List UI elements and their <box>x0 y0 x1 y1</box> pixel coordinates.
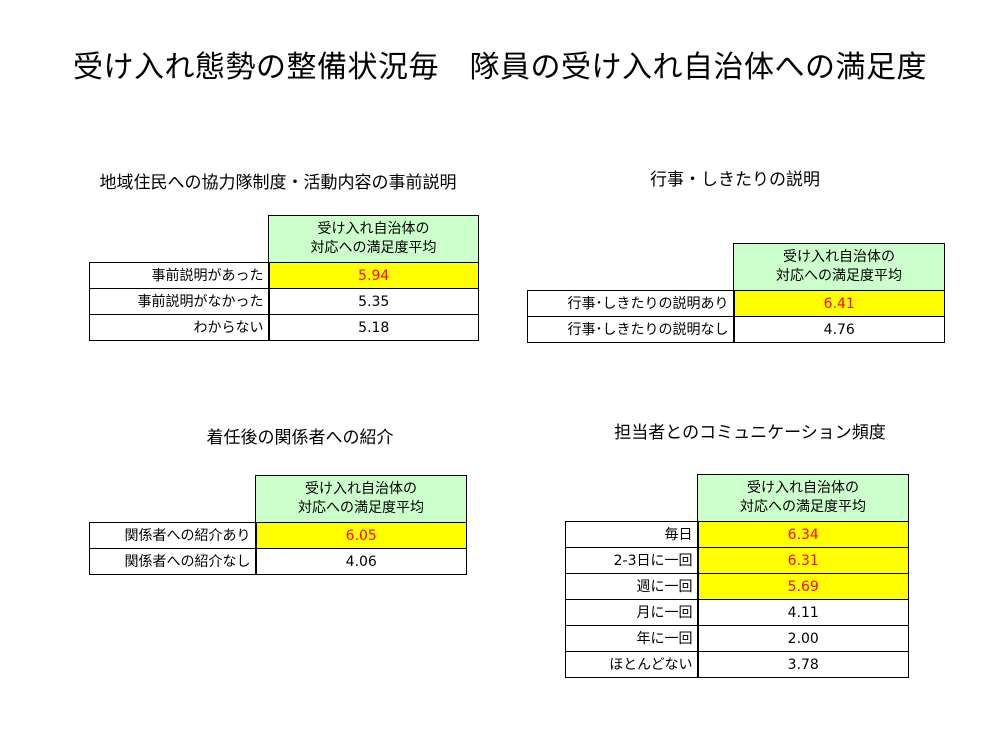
section-title-events-customs: 行事・しきたりの説明 <box>650 170 820 190</box>
table-introductions: 受け入れ自治体の 対応への満足度平均 関係者への紹介あり 6.05 関係者への紹… <box>89 475 467 575</box>
column-header-line1: 受け入れ自治体の <box>783 249 895 265</box>
table-prior-explanation: 受け入れ自治体の 対応への満足度平均 事前説明があった 5.94 事前説明がなか… <box>89 215 479 341</box>
row-label: 事前説明がなかった <box>89 288 270 315</box>
table-row: 関係者への紹介なし 4.06 <box>89 548 467 575</box>
table-row: 年に一回 2.00 <box>565 625 909 652</box>
column-header-line2: 対応への満足度平均 <box>298 500 424 516</box>
column-header: 受け入れ自治体の 対応への満足度平均 <box>268 215 479 263</box>
table-row: 事前説明がなかった 5.35 <box>89 288 479 315</box>
row-label: 関係者への紹介なし <box>89 548 257 575</box>
page-title: 受け入れ態勢の整備状況毎 隊員の受け入れ自治体への満足度 <box>73 50 927 85</box>
row-value: 6.31 <box>697 547 909 574</box>
row-label: ほとんどない <box>565 651 699 678</box>
row-value: 2.00 <box>697 625 909 652</box>
column-header-line2: 対応への満足度平均 <box>310 240 437 256</box>
table-corner <box>90 476 256 523</box>
column-header-line2: 対応への満足度平均 <box>740 499 866 515</box>
row-value: 3.78 <box>697 651 909 678</box>
row-value: 4.76 <box>733 316 945 343</box>
row-label: 関係者への紹介あり <box>89 522 257 549</box>
table-row: ほとんどない 3.78 <box>565 651 909 678</box>
column-header-line1: 受け入れ自治体の <box>747 480 859 496</box>
row-label: 2-3日に一回 <box>565 547 699 574</box>
row-label: 毎日 <box>565 521 699 548</box>
table-row: 週に一回 5.69 <box>565 573 909 600</box>
section-title-prior-explanation: 地域住民への協力隊制度・活動内容の事前説明 <box>99 173 457 193</box>
row-value: 5.18 <box>268 314 479 341</box>
row-value: 6.05 <box>255 522 467 549</box>
row-value: 6.41 <box>733 290 945 317</box>
table-row: 事前説明があった 5.94 <box>89 262 479 289</box>
table-corner <box>90 216 269 263</box>
table-row: わからない 5.18 <box>89 314 479 341</box>
row-value: 4.11 <box>697 599 909 626</box>
table-corner <box>528 244 734 291</box>
section-title-introductions: 着任後の関係者への紹介 <box>206 428 394 448</box>
column-header: 受け入れ自治体の 対応への満足度平均 <box>255 475 467 523</box>
table-row: 行事･しきたりの説明あり 6.41 <box>527 290 945 317</box>
table-row: 関係者への紹介あり 6.05 <box>89 522 467 549</box>
column-header-line1: 受け入れ自治体の <box>317 221 430 237</box>
table-row: 毎日 6.34 <box>565 521 909 548</box>
row-label: 行事･しきたりの説明あり <box>527 290 735 317</box>
column-header-line2: 対応への満足度平均 <box>776 268 902 284</box>
column-header-line1: 受け入れ自治体の <box>305 481 417 497</box>
row-label: 週に一回 <box>565 573 699 600</box>
column-header: 受け入れ自治体の 対応への満足度平均 <box>733 243 945 291</box>
row-label: 事前説明があった <box>89 262 270 289</box>
table-row: 月に一回 4.11 <box>565 599 909 626</box>
row-value: 4.06 <box>255 548 467 575</box>
section-title-communication: 担当者とのコミュニケーション頻度 <box>614 423 886 443</box>
row-value: 6.34 <box>697 521 909 548</box>
row-value: 5.94 <box>268 262 479 289</box>
table-row: 行事･しきたりの説明なし 4.76 <box>527 316 945 343</box>
row-value: 5.35 <box>268 288 479 315</box>
table-events-customs: 受け入れ自治体の 対応への満足度平均 行事･しきたりの説明あり 6.41 行事･… <box>527 243 945 343</box>
row-value: 5.69 <box>697 573 909 600</box>
row-label: 月に一回 <box>565 599 699 626</box>
row-label: わからない <box>89 314 270 341</box>
column-header: 受け入れ自治体の 対応への満足度平均 <box>697 474 909 522</box>
row-label: 行事･しきたりの説明なし <box>527 316 735 343</box>
row-label: 年に一回 <box>565 625 699 652</box>
table-row: 2-3日に一回 6.31 <box>565 547 909 574</box>
table-corner <box>566 475 698 522</box>
table-communication: 受け入れ自治体の 対応への満足度平均 毎日 6.34 2-3日に一回 6.31 … <box>565 474 909 678</box>
